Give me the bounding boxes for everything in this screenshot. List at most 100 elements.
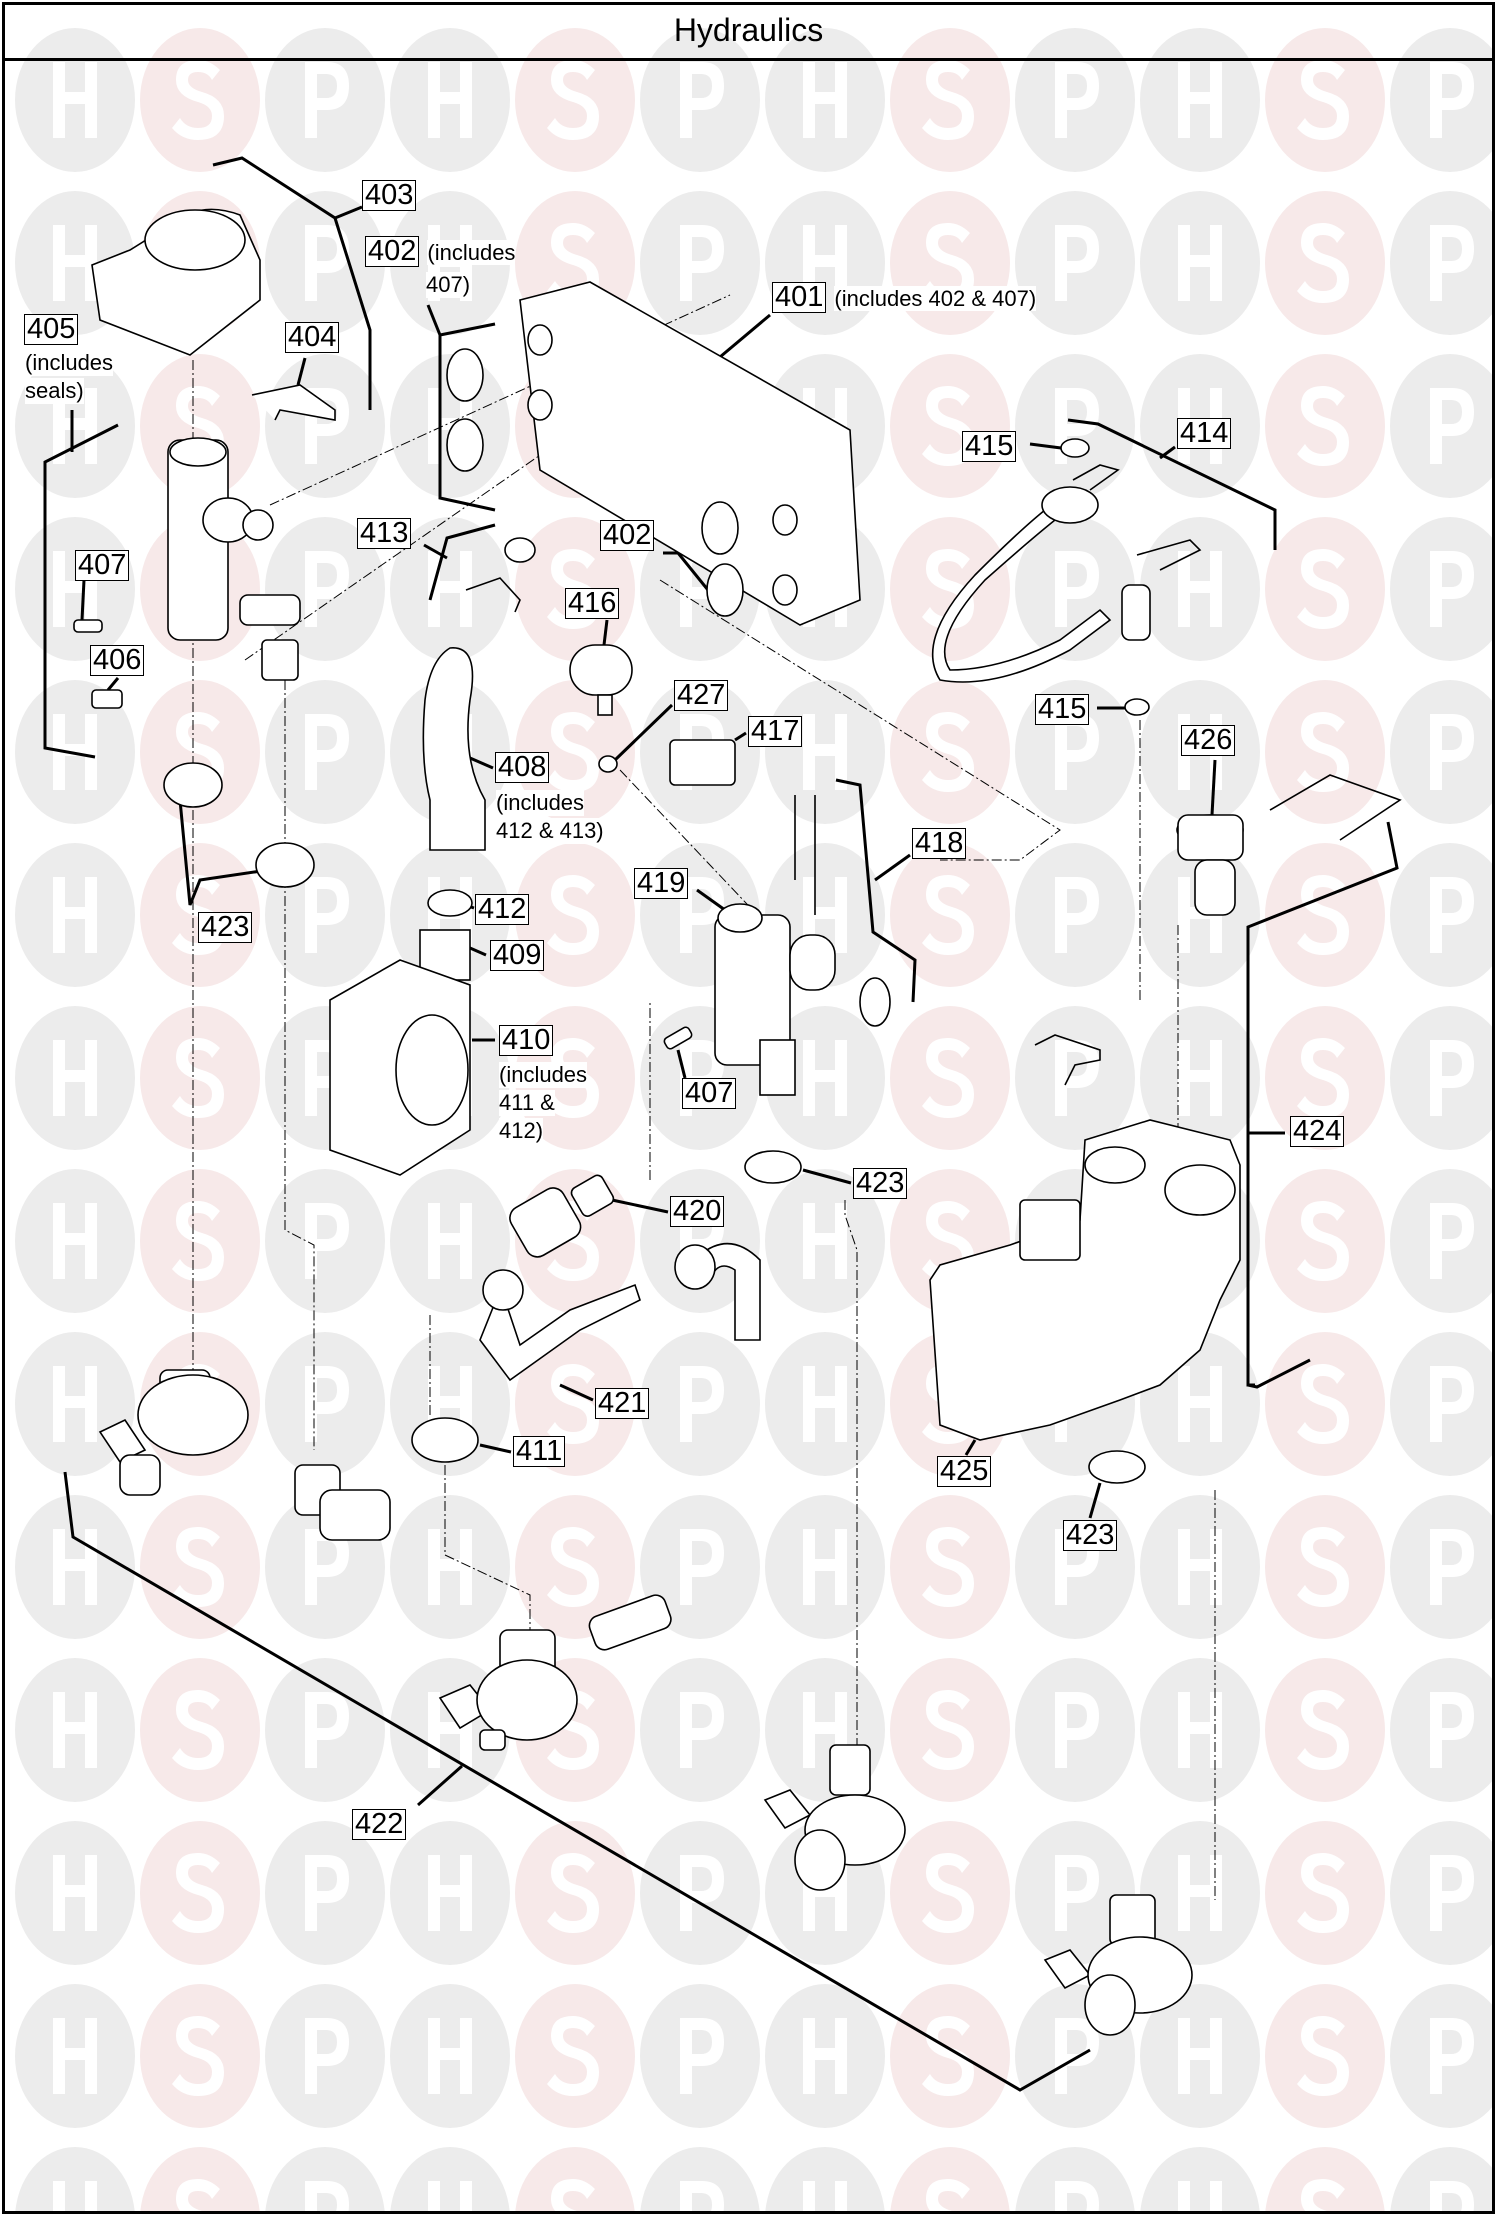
watermark-tile	[1390, 843, 1495, 987]
watermark-tile	[890, 28, 1010, 172]
watermark-tile	[1390, 1495, 1495, 1639]
callout-417[interactable]: 417	[748, 716, 803, 747]
watermark-tile	[1265, 1658, 1385, 1802]
leader-409	[469, 946, 487, 957]
watermark-tile	[140, 1006, 260, 1150]
part-422-valve-2	[294, 1464, 391, 1541]
watermark-letter-shape	[1430, 714, 1474, 790]
part-421-nut	[482, 1269, 524, 1311]
leader-403	[334, 205, 363, 220]
watermark-tile	[890, 843, 1010, 987]
watermark-letter-shape	[803, 1366, 847, 1442]
watermark-letter-shape	[1178, 1040, 1222, 1116]
watermark-letter-shape	[922, 712, 974, 792]
callout-423b[interactable]: 423	[853, 1168, 908, 1199]
callout-402-note: (includes	[427, 240, 516, 265]
bracket-422	[63, 1471, 1091, 2092]
part-402-seal	[446, 418, 484, 472]
callout-415b[interactable]: 415	[1035, 694, 1090, 725]
watermark-tile	[1265, 1495, 1385, 1639]
callout-427[interactable]: 427	[674, 680, 729, 711]
callout-403[interactable]: 403	[362, 180, 417, 211]
watermark-tile	[1265, 191, 1385, 335]
part-424-bracket-clip	[1034, 1034, 1101, 1086]
callout-407[interactable]: 407	[75, 550, 130, 581]
watermark-letter-shape	[1178, 1855, 1222, 1931]
watermark-tile	[515, 680, 635, 824]
leader-407b	[676, 1049, 687, 1079]
watermark-letter-shape	[922, 223, 974, 303]
watermark-letter-shape	[1055, 225, 1099, 301]
callout-402b[interactable]: 402	[600, 520, 655, 551]
part-416-pressure-switch	[569, 644, 633, 716]
watermark-letter-shape	[1297, 712, 1349, 792]
callout-425[interactable]: 425	[937, 1456, 992, 1487]
watermark-letter-shape	[1178, 62, 1222, 138]
watermark-tile	[515, 1821, 635, 1965]
watermark-letter-shape	[1430, 388, 1474, 464]
bracket-402-top	[438, 322, 496, 512]
leader-402	[426, 304, 442, 336]
callout-418[interactable]: 418	[912, 828, 967, 859]
callout-401-note: (includes 402 & 407)	[834, 286, 1037, 311]
callout-404[interactable]: 404	[285, 322, 340, 353]
watermark-letter-shape	[547, 875, 599, 955]
callout-405[interactable]: 405	[24, 314, 79, 345]
watermark-letter-shape	[53, 1855, 97, 1931]
watermark-tile	[15, 1984, 135, 2128]
callout-420[interactable]: 420	[670, 1196, 725, 1227]
callout-424[interactable]: 424	[1290, 1116, 1345, 1147]
part-402-seal	[701, 501, 739, 555]
callout-419[interactable]: 419	[634, 868, 689, 899]
watermark-letter-shape	[1297, 1364, 1349, 1444]
leader-422	[417, 1764, 463, 1807]
watermark-tile	[890, 1984, 1010, 2128]
callout-401[interactable]: 401(includes 402 & 407)	[772, 282, 1037, 313]
watermark-tile	[1140, 28, 1260, 172]
part-402-seal	[446, 348, 484, 402]
watermark-tile	[515, 2147, 635, 2214]
watermark-letter-shape	[428, 2181, 472, 2214]
callout-423c[interactable]: 423	[1063, 1520, 1118, 1551]
watermark-tile	[1390, 1984, 1495, 2128]
watermark-letter-shape	[1430, 1529, 1474, 1605]
callout-408[interactable]: 408	[495, 752, 550, 783]
watermark-letter-shape	[547, 712, 599, 792]
callout-409[interactable]: 409	[490, 940, 545, 971]
watermark-tile	[515, 1984, 635, 2128]
watermark-tile	[1390, 354, 1495, 498]
callout-426[interactable]: 426	[1181, 725, 1236, 756]
part-419-valve-body	[714, 795, 836, 1096]
callout-412[interactable]: 412	[475, 894, 530, 925]
watermark-tile	[1265, 680, 1385, 824]
callout-410[interactable]: 410	[499, 1025, 554, 1056]
leader-423c	[1088, 1482, 1102, 1519]
part-421-pipe	[479, 1283, 641, 1382]
axis-line-9	[659, 579, 1061, 861]
watermark-letter-shape	[803, 1203, 847, 1279]
callout-414[interactable]: 414	[1177, 418, 1232, 449]
watermark-tile	[140, 28, 260, 172]
callout-416[interactable]: 416	[565, 588, 620, 619]
callout-411[interactable]: 411	[513, 1436, 566, 1467]
watermark-letter-shape	[803, 714, 847, 790]
callout-421[interactable]: 421	[595, 1388, 650, 1419]
watermark-letter-shape	[547, 223, 599, 303]
callout-407b[interactable]: 407	[682, 1078, 737, 1109]
leader-416	[602, 619, 609, 646]
watermark-tile	[1390, 680, 1495, 824]
callout-415[interactable]: 415	[962, 431, 1017, 462]
watermark-letter-shape	[172, 1690, 224, 1770]
callout-423[interactable]: 423	[198, 912, 253, 943]
page-title: Hydraulics	[673, 12, 824, 48]
watermark-letter-shape	[305, 1529, 349, 1605]
watermark-tile	[1390, 28, 1495, 172]
callout-422[interactable]: 422	[352, 1809, 407, 1840]
callout-406[interactable]: 406	[90, 645, 145, 676]
callout-413[interactable]: 413	[357, 518, 412, 549]
axis-line-5	[844, 1200, 858, 1750]
bracket-424	[1246, 821, 1399, 1387]
callout-402[interactable]: 402(includes	[365, 236, 516, 267]
part-422-valve-3	[438, 1594, 672, 1751]
